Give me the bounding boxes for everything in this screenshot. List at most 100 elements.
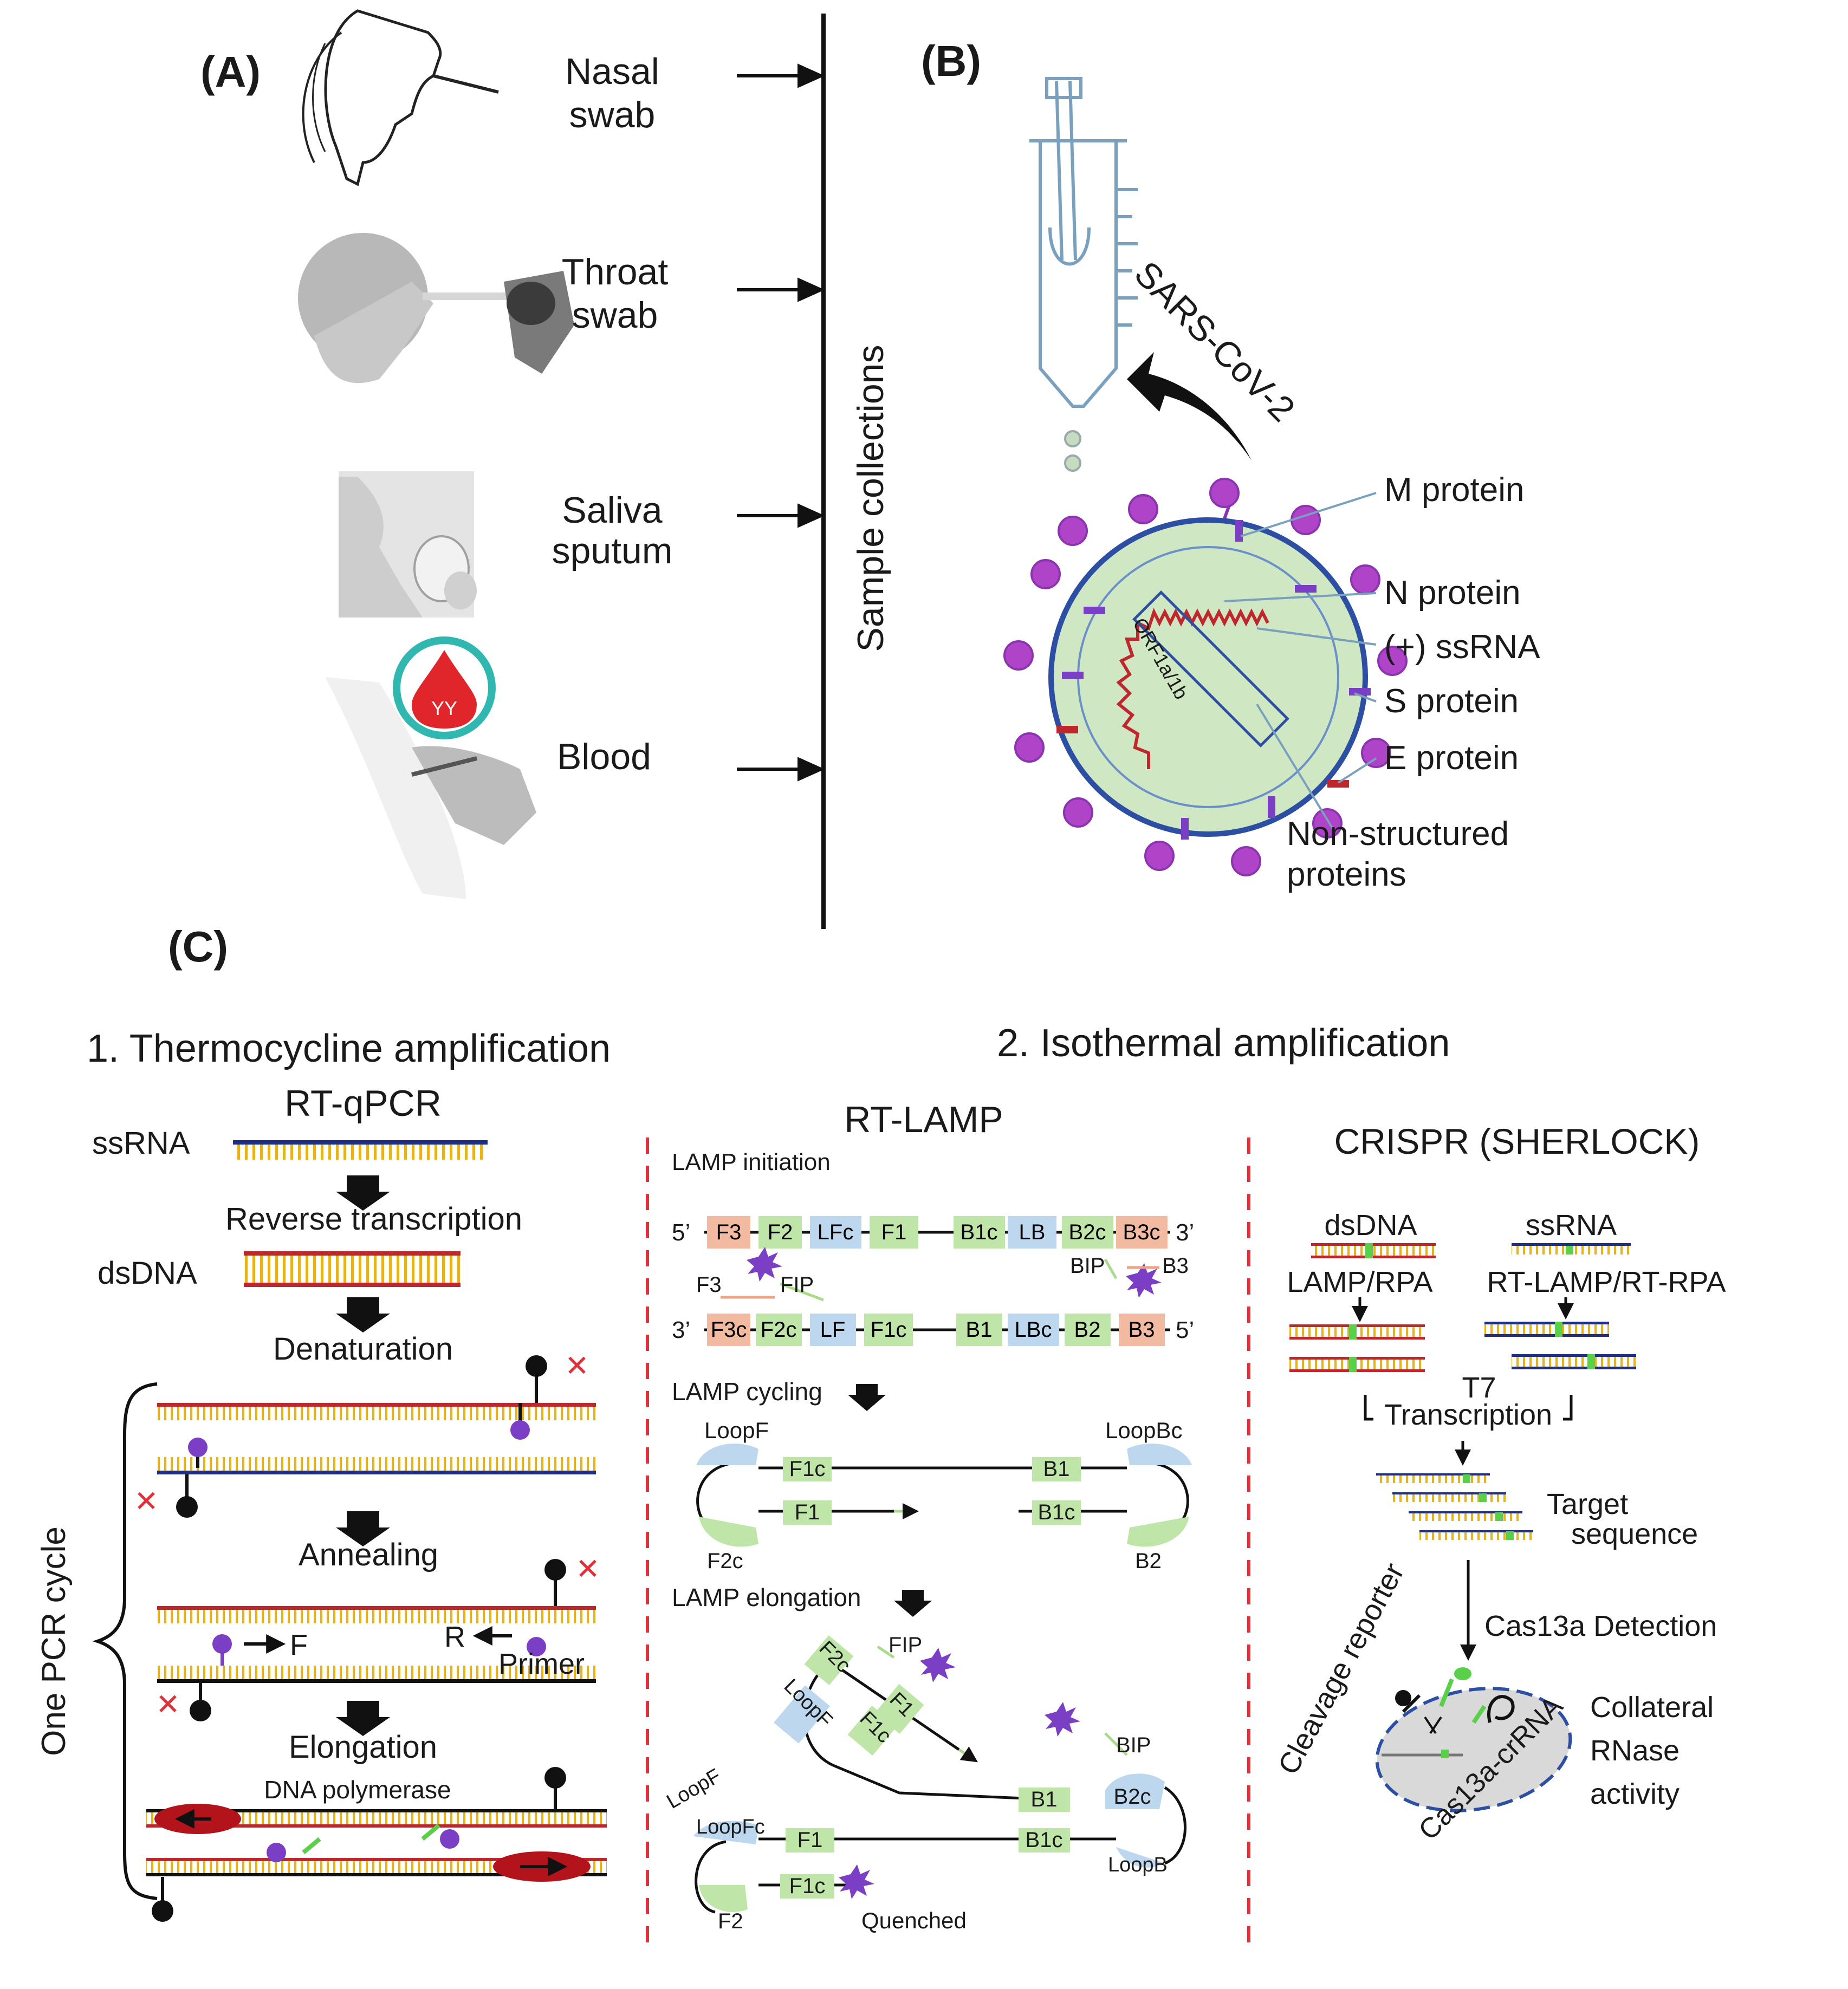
crispr-lamp-rpa-label: LAMP/RPA: [1287, 1266, 1432, 1298]
sample-collections-label: Sample collections: [850, 345, 891, 652]
lamp-cyc-b1: B1: [1043, 1457, 1070, 1481]
crispr-column: CRISPR (SHERLOCK) dsDNA ssRNA: [1272, 1121, 1726, 1846]
lamp-elong-b2c: B2c: [1114, 1785, 1151, 1809]
lamp-cyc-f1c: F1c: [789, 1457, 826, 1481]
lamp-top-seg-6: LB: [1019, 1220, 1046, 1244]
qpcr-denat-label: Denaturation: [273, 1331, 453, 1367]
blood-illustration: YY: [325, 636, 536, 899]
lamp-elong-loopf-2: LoopF: [663, 1765, 725, 1813]
lamp-elong-f1c-2: F1c: [789, 1874, 826, 1898]
transfer-arrow: [1127, 352, 1252, 460]
crispr-target-label: Target: [1547, 1488, 1628, 1520]
lamp-top-seg-3: LFc: [818, 1220, 854, 1244]
lamp-elong-loopfc: LoopFc: [696, 1816, 765, 1838]
lamp-bip-label: BIP: [1070, 1254, 1105, 1278]
section-iso-title: 2. Isothermal amplification: [997, 1022, 1450, 1065]
qpcr-r-label: R: [444, 1621, 465, 1653]
lamp-init-label: LAMP initiation: [672, 1149, 831, 1175]
sample-label-1-line2: swab: [569, 94, 656, 135]
lamp-elong-b1: B1: [1031, 1787, 1058, 1811]
crispr-collateral-line1: Collateral: [1590, 1691, 1714, 1724]
lamp-cyc-f1: F1: [795, 1500, 820, 1524]
pcr-cycle-brace: [92, 1382, 158, 1900]
crispr-rt-lamp-rpa-label: RT-LAMP/RT-RPA: [1487, 1266, 1726, 1298]
crispr-dsdna-label: dsDNA: [1324, 1209, 1417, 1242]
lamp-elong-quenched: Quenched: [861, 1908, 967, 1933]
virus-label-n: N protein: [1384, 574, 1521, 612]
qpcr-anneal-label: Annealing: [299, 1537, 438, 1572]
qpcr-primer-label: Primer: [498, 1648, 585, 1680]
lamp-elong-b1c: B1c: [1026, 1828, 1063, 1852]
lamp-top-seg-7: B2c: [1069, 1220, 1106, 1244]
crispr-title: CRISPR (SHERLOCK): [1334, 1121, 1700, 1161]
crispr-cas13a-detection-label: Cas13a Detection: [1484, 1610, 1717, 1642]
lamp-elong-f2: F2: [718, 1909, 743, 1933]
virus-label-e: E protein: [1384, 739, 1519, 777]
lamp-elong-label: LAMP elongation: [672, 1583, 861, 1611]
lamp-title: RT-LAMP: [844, 1099, 1003, 1140]
panel-b-label: (B): [921, 37, 981, 85]
envelope-proteins: [1056, 726, 1349, 788]
crispr-sequence-label: sequence: [1571, 1518, 1698, 1550]
panel-a-label: (A): [200, 48, 261, 96]
lamp-bottom-row: F3c F2c LF F1c B1 LBc B2 B3: [707, 1314, 1165, 1346]
crispr-collateral-line2: RNase: [1590, 1734, 1680, 1767]
svg-text:✕: ✕: [155, 1688, 180, 1721]
saliva-illustration: [339, 471, 477, 618]
lamp-top-seg-5: B1c: [961, 1220, 998, 1244]
qpcr-polymerase-label: DNA polymerase: [264, 1776, 451, 1804]
cas13a-complex: [1375, 1667, 1572, 1812]
crispr-transcription-label: Transcription: [1384, 1399, 1552, 1431]
sample-label-4: Blood: [557, 736, 651, 777]
lamp-elong-fip: FIP: [889, 1633, 922, 1657]
virus-label-nsp-1: Non-structured: [1287, 815, 1509, 853]
crispr-strands: [1289, 1243, 1636, 1372]
lamp-loopf-label: LoopF: [704, 1418, 769, 1443]
sample-label-2-line1: Throat: [562, 251, 669, 292]
lamp-top-seg-4: F1: [881, 1220, 907, 1244]
qpcr-elong-label: Elongation: [289, 1730, 437, 1765]
virus-label-ssrna: (+) ssRNA: [1384, 628, 1540, 666]
panel-c-label: (C): [168, 922, 228, 971]
lamp-bot-seg-6: LBc: [1015, 1318, 1052, 1342]
rt-qpcr-column: RT-qPCR ssRNA Reverse transcription dsDN…: [35, 1083, 607, 1922]
crispr-t7-label: T7: [1462, 1372, 1496, 1404]
lamp-3prime-bottom: 3’: [672, 1317, 690, 1343]
lamp-bot-seg-1: F3c: [711, 1318, 747, 1342]
svg-text:YY: YY: [431, 697, 457, 719]
lamp-cyc-b2: B2: [1135, 1549, 1162, 1573]
pcr-cycle-label: One PCR cycle: [35, 1526, 73, 1756]
lamp-fip-label: FIP: [780, 1273, 814, 1297]
lamp-elong-structure: [693, 1635, 1186, 1914]
lamp-bot-seg-4: F1c: [871, 1318, 907, 1342]
section-thermo-title: 1. Thermocycline amplification: [87, 1027, 611, 1070]
polymerase-icons: [152, 1767, 591, 1922]
virus-label-nsp-2: proteins: [1287, 856, 1406, 893]
lamp-5prime-top: 5’: [672, 1219, 690, 1246]
lamp-cyc-b1c: B1c: [1038, 1500, 1075, 1524]
lamp-elong-loopb: LoopB: [1108, 1854, 1168, 1876]
svg-text:✕: ✕: [565, 1350, 589, 1382]
sample-label-2-line2: swab: [572, 295, 658, 336]
qpcr-f-label: F: [290, 1629, 308, 1661]
primer-icons-anneal: F R ✕ ✕: [155, 1553, 600, 1721]
lamp-top-seg-1: F3: [716, 1220, 742, 1244]
lamp-bot-seg-7: B2: [1074, 1318, 1101, 1342]
lamp-b3-label: B3: [1162, 1254, 1189, 1278]
spike-heads: [1003, 478, 1408, 876]
svg-text:✕: ✕: [575, 1553, 600, 1585]
sample-arrows: [737, 63, 825, 782]
virus-leader-lines: [1224, 492, 1377, 830]
rt-lamp-column: RT-LAMP LAMP initiation 5’ F3 F2 LFc F1 …: [663, 1099, 1195, 1933]
lamp-elong-bip: BIP: [1116, 1733, 1151, 1757]
lamp-bot-seg-8: B3: [1129, 1318, 1155, 1342]
lamp-bot-seg-5: B1: [966, 1318, 993, 1342]
qpcr-title: RT-qPCR: [284, 1083, 442, 1124]
virus-particles-small: [1064, 430, 1081, 472]
crispr-collateral-line3: activity: [1590, 1778, 1680, 1810]
lamp-cyc-f2c: F2c: [707, 1549, 743, 1573]
nasal-swab-illustration: [302, 9, 499, 186]
lamp-3prime-top: 3’: [1176, 1219, 1194, 1246]
qpcr-rt-label: Reverse transcription: [225, 1201, 522, 1237]
